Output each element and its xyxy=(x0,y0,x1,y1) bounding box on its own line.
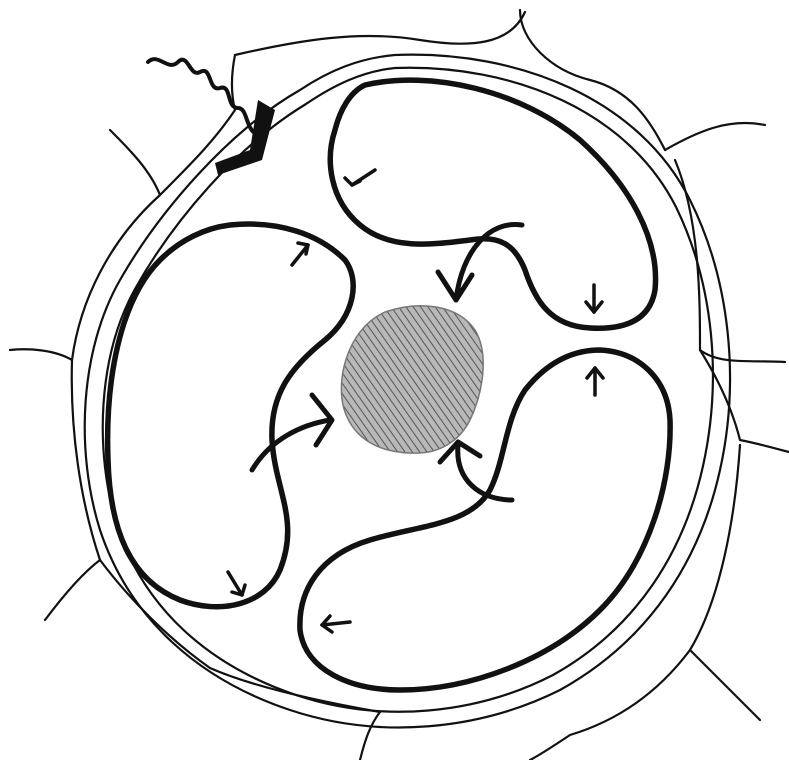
lobe-top-right xyxy=(330,80,655,328)
wavy-arrow-icon xyxy=(148,59,275,175)
lobe-left xyxy=(108,224,354,607)
shaded-core xyxy=(341,306,483,453)
